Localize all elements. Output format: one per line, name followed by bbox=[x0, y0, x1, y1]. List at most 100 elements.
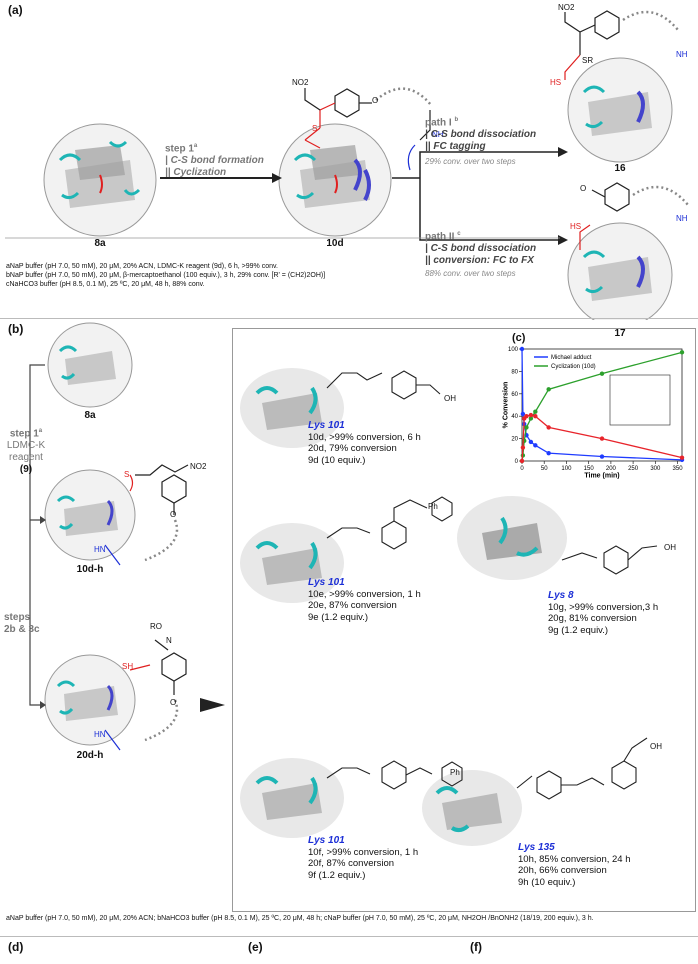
b-entry-1-line3: 9d (10 equiv.) bbox=[308, 454, 366, 466]
y-tick-label: 0 bbox=[515, 459, 519, 465]
b-entry-5-line3: 9h (10 equiv.) bbox=[518, 876, 576, 888]
panel-a-note-a: aNaP buffer (pH 7.0, 50 mM), 20 μM, 20% … bbox=[6, 263, 278, 270]
chem-label-nh-17: NH bbox=[676, 214, 688, 223]
path2-line2: || conversion: FC to FX bbox=[425, 255, 534, 267]
chem-label-nh-10d: NH bbox=[432, 130, 444, 139]
b-steps23-description: steps 2b & 3c bbox=[4, 612, 40, 636]
path1-title: path I bbox=[425, 117, 452, 129]
b-chem-no2: NO2 bbox=[190, 462, 207, 471]
b-step1-description: step 1a LDMC-K reagent (9) bbox=[4, 425, 48, 476]
b-entry-3-line1: 10g, >99% conversion,3 h bbox=[548, 601, 659, 613]
b-entry-1-lys: Lys 101 bbox=[308, 420, 345, 431]
y-tick-label: 20 bbox=[511, 437, 518, 443]
y-tick-label: 100 bbox=[508, 347, 519, 353]
structure-17 bbox=[579, 182, 689, 250]
step1-title: step 1 bbox=[165, 143, 194, 155]
panel-b-footnote: aNaP buffer (pH 7.0, 50 mM), 20 μM, 20% … bbox=[6, 915, 594, 922]
panel-b-products-box bbox=[232, 328, 696, 912]
inset-frame bbox=[609, 374, 671, 426]
divider-b-d bbox=[0, 936, 698, 937]
data-point bbox=[679, 350, 685, 355]
b-entry-1-line1: 10d, >99% conversion, 6 h bbox=[308, 431, 421, 443]
data-point bbox=[520, 411, 526, 417]
step1-description: step 1a | C-S bond formation || Cyclizat… bbox=[165, 140, 264, 179]
panel-b-left-graphics bbox=[29, 322, 225, 751]
path1-sup: b bbox=[454, 117, 459, 123]
panel-d-label: (d) bbox=[8, 940, 24, 954]
b-entry-1: Lys 101 10d, >99% conversion, 6 h 20d, 7… bbox=[308, 420, 421, 466]
protein-10d-image bbox=[278, 123, 392, 237]
data-point bbox=[520, 445, 526, 450]
panel-b-products-graphics bbox=[240, 368, 658, 846]
b-entry-4-line2: 20f, 87% conversion bbox=[308, 858, 395, 869]
panel-a-graphics bbox=[5, 10, 689, 320]
b-entry5-group: OH bbox=[650, 742, 662, 751]
b-entry1-group: OH bbox=[444, 394, 456, 403]
data-point bbox=[524, 414, 529, 419]
b-entry4-group: Ph bbox=[450, 768, 460, 777]
data-point bbox=[679, 455, 685, 460]
b-entry-2-lys: Lys 101 bbox=[308, 577, 345, 588]
divider-a-b bbox=[0, 318, 698, 319]
path2-sup: c bbox=[457, 231, 461, 237]
b-entry-2-line3: 9e (1.2 equiv.) bbox=[308, 611, 369, 623]
data-point bbox=[519, 346, 525, 352]
data-point bbox=[599, 371, 605, 376]
b-entry-4-line1: 10f, >99% conversion, 1 h bbox=[308, 846, 419, 858]
panel-c-label: (c) bbox=[512, 332, 526, 344]
chem-label-hs-16: HS bbox=[550, 78, 562, 87]
chem-label-sr-16: SR bbox=[582, 56, 594, 65]
legend-label: Cyclization (10d) bbox=[551, 364, 596, 370]
chem-label-s-10d: S bbox=[312, 124, 318, 133]
b-step1-reagent: LDMC-K bbox=[6, 440, 46, 452]
b-entry3-group: OH bbox=[664, 543, 676, 552]
path1-line2: || FC tagging bbox=[425, 141, 486, 153]
data-point bbox=[533, 409, 538, 414]
data-point bbox=[546, 387, 551, 392]
b-chem-sh: SH bbox=[122, 662, 134, 671]
chem-label-no2-10d: NO2 bbox=[292, 78, 309, 87]
chem-label-nh-16: NH bbox=[676, 50, 688, 59]
legend-label: Michael adduct bbox=[551, 355, 592, 361]
data-point bbox=[599, 436, 605, 441]
b-entry-4-lys: Lys 101 bbox=[308, 835, 345, 846]
b-step1-title: step 1 bbox=[9, 428, 39, 440]
x-tick-label: 350 bbox=[673, 466, 684, 472]
b-chem-hn-20: HN bbox=[94, 730, 106, 739]
b-entry-3-line2: 20g, 81% conversion bbox=[548, 613, 637, 624]
b-entry-2-line1: 10e, >99% conversion, 1 h bbox=[308, 588, 421, 600]
b-entry-5-line1: 10h, 85% conversion, 24 h bbox=[518, 853, 631, 865]
compound-16-label: 16 bbox=[614, 163, 626, 174]
panel-a-label: (a) bbox=[8, 3, 23, 17]
path2-description: path II c | C-S bond dissociation || con… bbox=[425, 228, 536, 278]
b-entry-4-line3: 9f (1.2 equiv.) bbox=[308, 869, 366, 881]
panel-a-note-b: bNaP buffer (pH 7.0, 50 mM), 20 μM, β-me… bbox=[6, 272, 326, 279]
compound-8a-label: 8a bbox=[94, 238, 106, 249]
data-point bbox=[533, 414, 538, 419]
panel-b-label: (b) bbox=[8, 322, 24, 336]
b-step1-num: (9) bbox=[19, 464, 33, 476]
b-steps23-title: steps bbox=[4, 612, 31, 623]
path1-description: path I b | C-S bond dissociation || FC t… bbox=[425, 114, 536, 166]
chem-label-no2-16: NO2 bbox=[558, 3, 575, 12]
chem-label-hs-17: HS bbox=[570, 222, 582, 231]
y-tick-label: 40 bbox=[511, 414, 518, 420]
b-chem-hn-10: HN bbox=[94, 545, 106, 554]
b-entry-1-line2: 20d, 79% conversion bbox=[308, 443, 397, 454]
data-point bbox=[528, 412, 534, 418]
panel-a-notes: aNaP buffer (pH 7.0, 50 mM), 20 μM, 20% … bbox=[6, 262, 426, 289]
compound-17-label: 17 bbox=[614, 328, 626, 339]
panel-f-label: (f) bbox=[470, 940, 482, 954]
b-entry-5-line2: 20h, 66% conversion bbox=[518, 865, 607, 876]
path2-title: path II bbox=[425, 231, 455, 243]
data-point bbox=[546, 450, 551, 456]
x-tick-label: 0 bbox=[520, 466, 524, 472]
b-entry-5: Lys 135 10h, 85% conversion, 24 h 20h, 6… bbox=[518, 842, 631, 888]
data-point bbox=[528, 416, 534, 421]
plot-frame bbox=[521, 348, 683, 462]
y-axis-label: % Conversion bbox=[503, 382, 510, 429]
b-entry-2-line2: 20e, 87% conversion bbox=[308, 600, 397, 611]
x-tick-label: 250 bbox=[628, 466, 639, 472]
x-tick-label: 300 bbox=[650, 466, 661, 472]
